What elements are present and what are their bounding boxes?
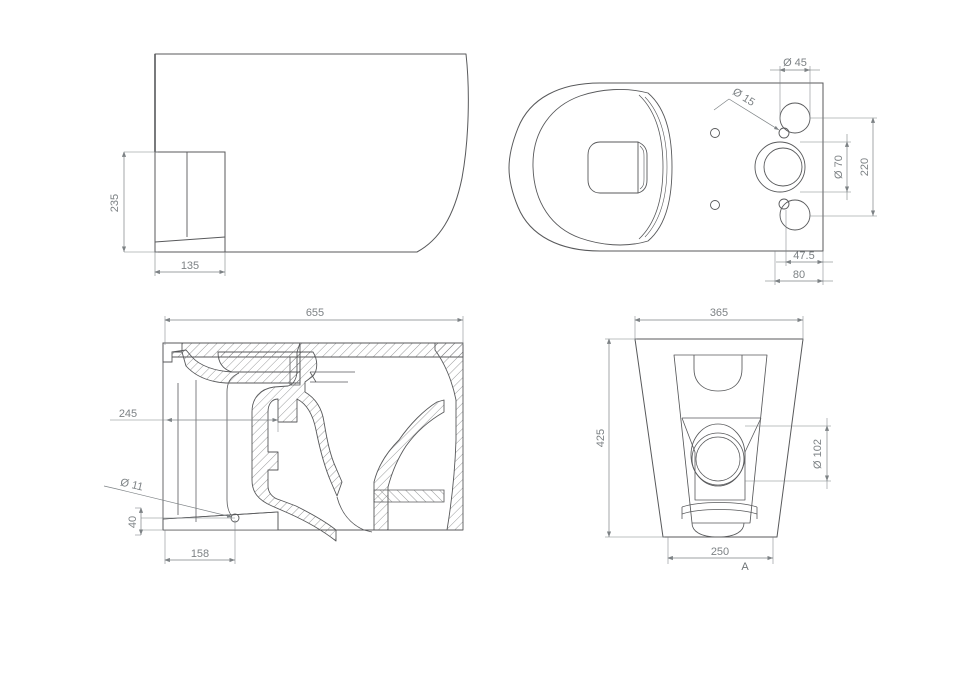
plan-outlet-dia70 [763, 147, 803, 187]
dimension-47-5-label: 47.5 [793, 250, 814, 262]
dimension-655: 655 [164, 307, 464, 345]
dimension-158: 158 [164, 520, 236, 564]
front-outlet-dia102 [691, 432, 745, 486]
section-right-support-arm [373, 399, 445, 531]
dimension-250: 250 [667, 537, 774, 564]
section-cavity-left-fill [186, 368, 196, 520]
front-inner-recess [673, 354, 768, 524]
plan-hole-dia15-lower [778, 198, 790, 210]
section-outlet-line-c [309, 371, 317, 383]
dimension-245: 245 [110, 408, 279, 432]
plan-water-spot [587, 141, 639, 194]
dimension-40: 40 [127, 507, 235, 536]
dimension-425: 425 [595, 338, 665, 538]
plan-hole-dia45-lower [779, 199, 811, 231]
dimension-dia102: Ø 102 [745, 418, 831, 489]
dimension-235: 235 [109, 151, 158, 253]
section-trap-wall-center [251, 342, 343, 542]
front-outlet-inner [695, 436, 741, 482]
plan-water-spot-right [637, 141, 648, 194]
dimension-dia45: Ø 45 [770, 57, 820, 120]
front-top-pocket [693, 355, 743, 392]
dimension-655-label: 655 [306, 307, 324, 319]
plan-bolt-hole-upper [710, 128, 720, 138]
view-side-profile: 235 135 [109, 53, 469, 276]
section-right-outer-wall [434, 342, 464, 531]
side-profile-slope-line [154, 236, 226, 243]
dimension-365-label: 365 [710, 307, 728, 319]
dimension-220-label: 220 [859, 158, 871, 176]
section-marker-a: A [741, 561, 749, 573]
front-bottom-arc-lower [681, 509, 758, 515]
plan-seat-ring-inner-arc-2 [644, 96, 668, 238]
section-rim-shelf [217, 351, 301, 373]
front-bottom-arc-upper [681, 502, 758, 508]
plan-outer-rim [508, 82, 640, 252]
dimension-40-label: 40 [127, 516, 139, 528]
dimension-dia102-label: Ø 102 [812, 439, 824, 469]
view-longitudinal-section: 655 245 Ø 11 40 158 [103, 307, 464, 564]
front-mid-bracket [681, 417, 762, 501]
dimension-425-label: 425 [595, 429, 607, 447]
dimension-135: 135 [154, 252, 226, 276]
section-right-foot [373, 489, 445, 503]
dimension-dia11: Ø 11 [103, 477, 233, 518]
section-rib-small [289, 356, 301, 386]
plan-bolt-hole-lower [710, 200, 720, 210]
front-outer-body [634, 338, 804, 538]
dimension-158-label: 158 [191, 548, 209, 560]
plan-water-spot-inner [639, 145, 645, 190]
plan-hole-dia15-upper [778, 127, 790, 139]
dimension-135-label: 135 [181, 260, 199, 272]
dimension-dia70: Ø 70 [800, 134, 851, 200]
dimension-245-label: 245 [119, 408, 137, 420]
plan-seat-ring-inner-arc [638, 94, 664, 240]
dimension-dia70-label: Ø 70 [833, 155, 845, 179]
front-bottom-pocket [691, 522, 745, 538]
dimension-235-label: 235 [109, 194, 121, 212]
dimension-80-label: 80 [793, 269, 805, 281]
plan-outlet-outer [754, 141, 806, 193]
plan-back-plate [630, 82, 824, 252]
view-plan-top: Ø 45 Ø 15 Ø 70 220 [508, 57, 877, 285]
plan-seat-ring-outer [532, 89, 673, 246]
dimension-80: 80 [765, 251, 833, 285]
view-front-elevation: 365 425 Ø 102 250 A [595, 307, 831, 573]
front-outlet-outer [690, 423, 746, 487]
dimension-47-5: 47.5 [776, 210, 833, 266]
dimension-220: 220 [810, 117, 877, 217]
dimension-dia11-label: Ø 11 [119, 477, 144, 494]
side-profile-outline [154, 53, 469, 253]
dimension-250-label: 250 [711, 546, 729, 558]
dimension-365: 365 [634, 307, 804, 341]
dimension-dia45-label: Ø 45 [783, 57, 807, 69]
